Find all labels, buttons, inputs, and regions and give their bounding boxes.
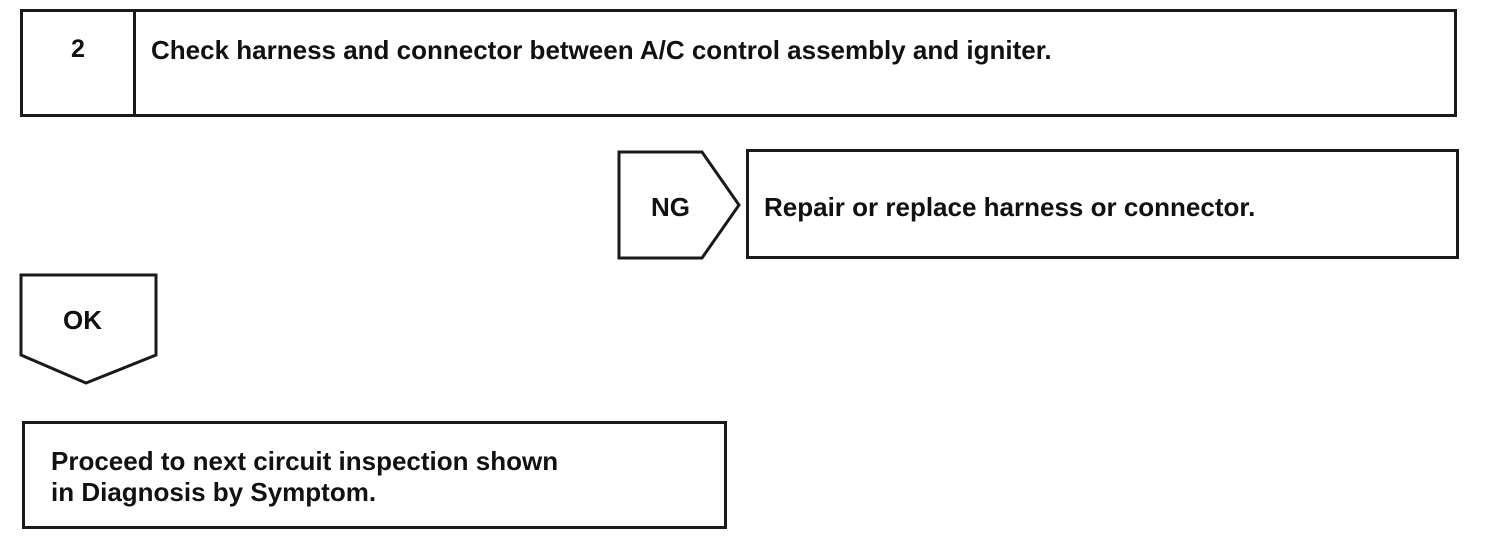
proceed-line-2: in Diagnosis by Symptom.	[51, 477, 377, 507]
step-number: 2	[23, 12, 136, 114]
proceed-text: Proceed to next circuit inspection shown…	[51, 446, 558, 508]
ng-label: NG	[651, 192, 690, 222]
step-box: 2 Check harness and connector between A/…	[20, 9, 1457, 117]
ok-arrow-shape	[19, 273, 158, 385]
proceed-line-1: Proceed to next circuit inspection shown	[51, 446, 559, 476]
ng-action-box: Repair or replace harness or connector.	[746, 149, 1459, 259]
ng-arrow-shape	[617, 150, 741, 260]
step-description: Check harness and connector between A/C …	[151, 35, 1052, 65]
proceed-box: Proceed to next circuit inspection shown…	[22, 421, 727, 529]
ok-label: OK	[63, 305, 102, 335]
ng-action-text: Repair or replace harness or connector.	[764, 192, 1256, 222]
